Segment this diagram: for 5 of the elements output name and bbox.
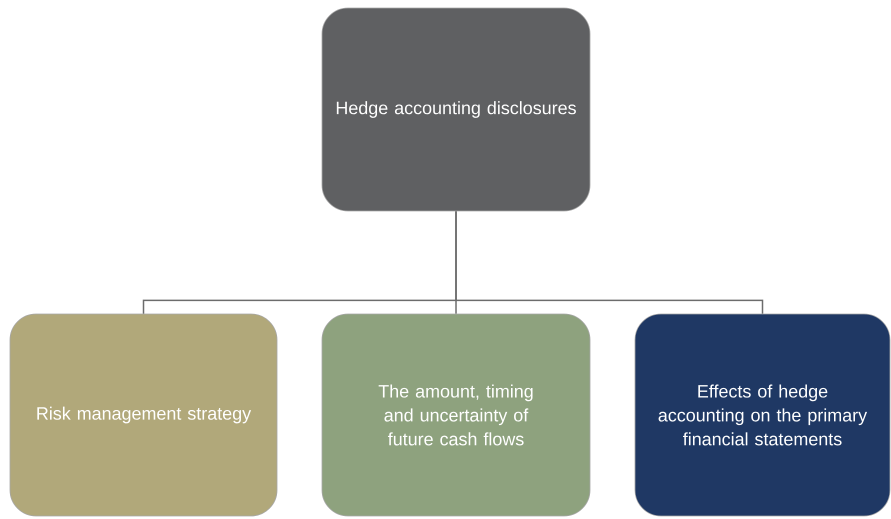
rounded-box: Effects of hedge accounting on the primary financial statements	[634, 314, 890, 516]
rounded-box: Risk management strategy	[10, 314, 278, 516]
rounded-box: Hedge accounting disclosures	[322, 8, 590, 212]
connector-line	[455, 211, 764, 314]
rounded-box: The amount, timing and uncertainty of future cash flows	[322, 314, 590, 516]
